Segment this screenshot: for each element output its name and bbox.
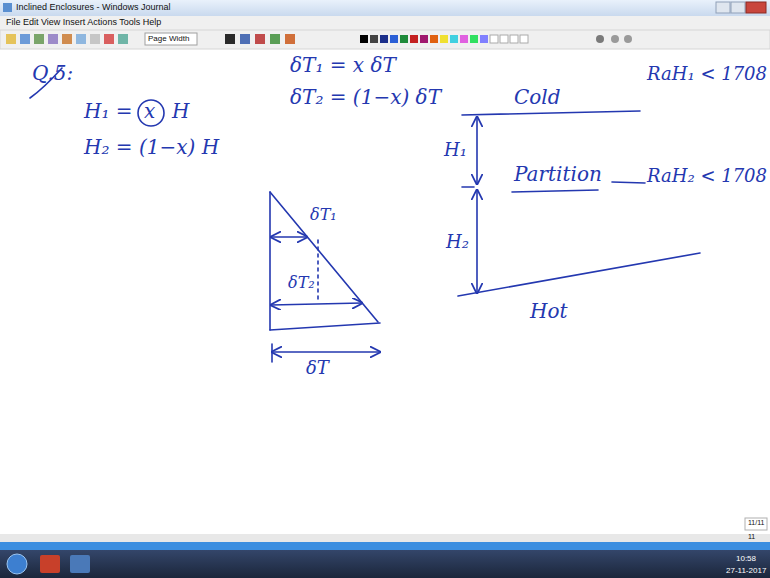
rayleigh-condition: RaH₂ < 1708 (647, 166, 767, 187)
equation: H₁ = (84, 100, 133, 123)
height-label: H₁ (444, 140, 467, 161)
equation: H₂ = (1−x) H (84, 136, 219, 159)
menu-bar-items: File Edit View Insert Actions Tools Help (6, 17, 161, 27)
clock-date: 27-11-2017 (726, 566, 766, 575)
triangle-base (270, 323, 380, 330)
page-counter: 11/11 (748, 519, 764, 527)
close-button (746, 2, 766, 13)
question-number: Q.5: (32, 62, 73, 85)
temperature-label: δT₂ (286, 274, 317, 292)
equation: H (172, 100, 189, 123)
dimension-arrow (271, 236, 307, 238)
equation: δT₁ = x δT (290, 54, 396, 77)
wall-label: Hot (530, 300, 568, 323)
circled-variable: x (144, 100, 155, 123)
taskbar-app (40, 555, 60, 573)
taskbar-app (70, 555, 90, 573)
zoom-dropdown: Page Width (148, 34, 189, 43)
height-arrow (476, 190, 478, 293)
height-arrow (476, 117, 478, 184)
app-icon (3, 3, 12, 12)
equation: δT₂ = (1−x) δT (290, 86, 441, 109)
blue-bar (0, 542, 770, 550)
menu-bar (0, 16, 770, 30)
triangle-side (269, 192, 271, 330)
clock-time: 10:58 (736, 554, 756, 563)
underline (512, 190, 598, 192)
taskbar (0, 550, 770, 578)
partition-dash (462, 186, 474, 188)
start-button (7, 554, 27, 574)
window-title: Inclined Enclosures - Windows Journal (16, 2, 171, 12)
temperature-label: δT₁ (308, 206, 339, 224)
maximize-button (731, 2, 745, 13)
dimension-arrow (271, 303, 362, 305)
temperature-label: δT (306, 358, 329, 379)
wall-label: Cold (514, 86, 561, 109)
triangle-hypotenuse (270, 192, 378, 322)
status-strip (0, 534, 770, 542)
partition-dash (612, 182, 645, 183)
tick (271, 344, 273, 362)
handwriting (30, 68, 700, 362)
hot-wall (458, 253, 700, 296)
page-number: 11 (748, 533, 755, 541)
height-label: H₂ (446, 232, 469, 253)
minimize-button (716, 2, 730, 13)
title-bar (0, 0, 770, 16)
rayleigh-condition: RaH₁ < 1708 (647, 64, 767, 85)
toolbar (0, 30, 770, 49)
circle-mark (138, 100, 164, 126)
dashed-line (317, 240, 319, 300)
toolbar-icons (6, 33, 632, 45)
cold-wall (462, 111, 640, 115)
partition-label: Partition (514, 163, 602, 186)
page-counter-box (745, 518, 767, 530)
dimension-arrow (272, 351, 380, 353)
